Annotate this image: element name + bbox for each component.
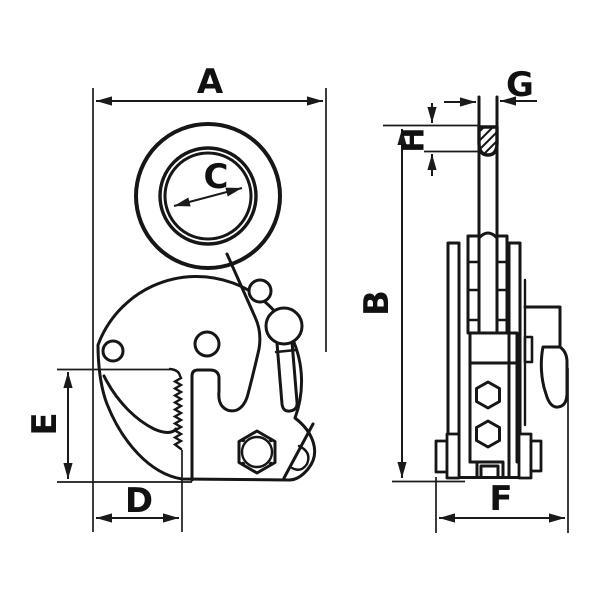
bottom-housing <box>445 460 532 479</box>
inner-plate-left <box>466 234 480 335</box>
tension-pin-collar <box>274 348 298 354</box>
dim-line-C <box>173 187 243 207</box>
tension-pin-head <box>264 306 304 346</box>
center-block <box>468 331 519 464</box>
front-view <box>96 122 317 482</box>
jaw-slot-and-cam-opening <box>190 252 262 482</box>
dim-label-D: D <box>125 481 153 521</box>
hex-corner-dot <box>240 437 246 443</box>
dim-label-E: E <box>25 412 65 435</box>
body-hole-upper <box>247 278 273 304</box>
center-plate-dome-top <box>477 231 499 240</box>
hex-corner-dot <box>268 461 274 467</box>
dim-label-F: F <box>489 479 512 519</box>
bracket-tab <box>523 335 534 364</box>
section-hatching <box>478 126 498 156</box>
lifting-eye-hole-outer <box>158 146 258 246</box>
lifting-eye-outer-ring <box>134 122 282 270</box>
dim-label-H: H <box>397 127 432 152</box>
dim-label-C: C <box>204 157 229 197</box>
side-hex-bolt-upper <box>475 380 501 410</box>
dim-label-G: G <box>506 65 534 105</box>
right-bolt-nut <box>529 439 543 473</box>
hex-corner-dot <box>240 461 246 467</box>
left-bolt-washer <box>445 432 461 480</box>
body-lip-inner-curve <box>290 444 310 471</box>
side-hex-bolt-lower <box>475 419 501 449</box>
body-hole-center <box>193 330 221 358</box>
right-bolt-washer <box>517 432 533 480</box>
dim-label-A: A <box>197 62 224 102</box>
cam-jaw-curve <box>102 374 178 434</box>
tension-pin-stem <box>275 340 299 413</box>
lifting-eye-hole-inner <box>163 151 253 241</box>
extension-lines <box>57 88 569 533</box>
inner-plate-right <box>495 234 509 335</box>
side-view <box>434 95 569 480</box>
body-lip-edge <box>282 422 315 480</box>
dim-label-B: B <box>357 290 397 316</box>
cam-lever-bracket <box>523 305 562 349</box>
dimensions: A C E D B H G F <box>25 62 569 533</box>
hex-corner-dot <box>268 437 274 443</box>
pivot-hex-bolt-bore <box>240 435 274 469</box>
plate-spacers <box>466 260 509 322</box>
lock-handle-grip <box>539 345 569 409</box>
body-hole-left <box>101 339 125 363</box>
left-bolt-nut <box>434 439 449 474</box>
